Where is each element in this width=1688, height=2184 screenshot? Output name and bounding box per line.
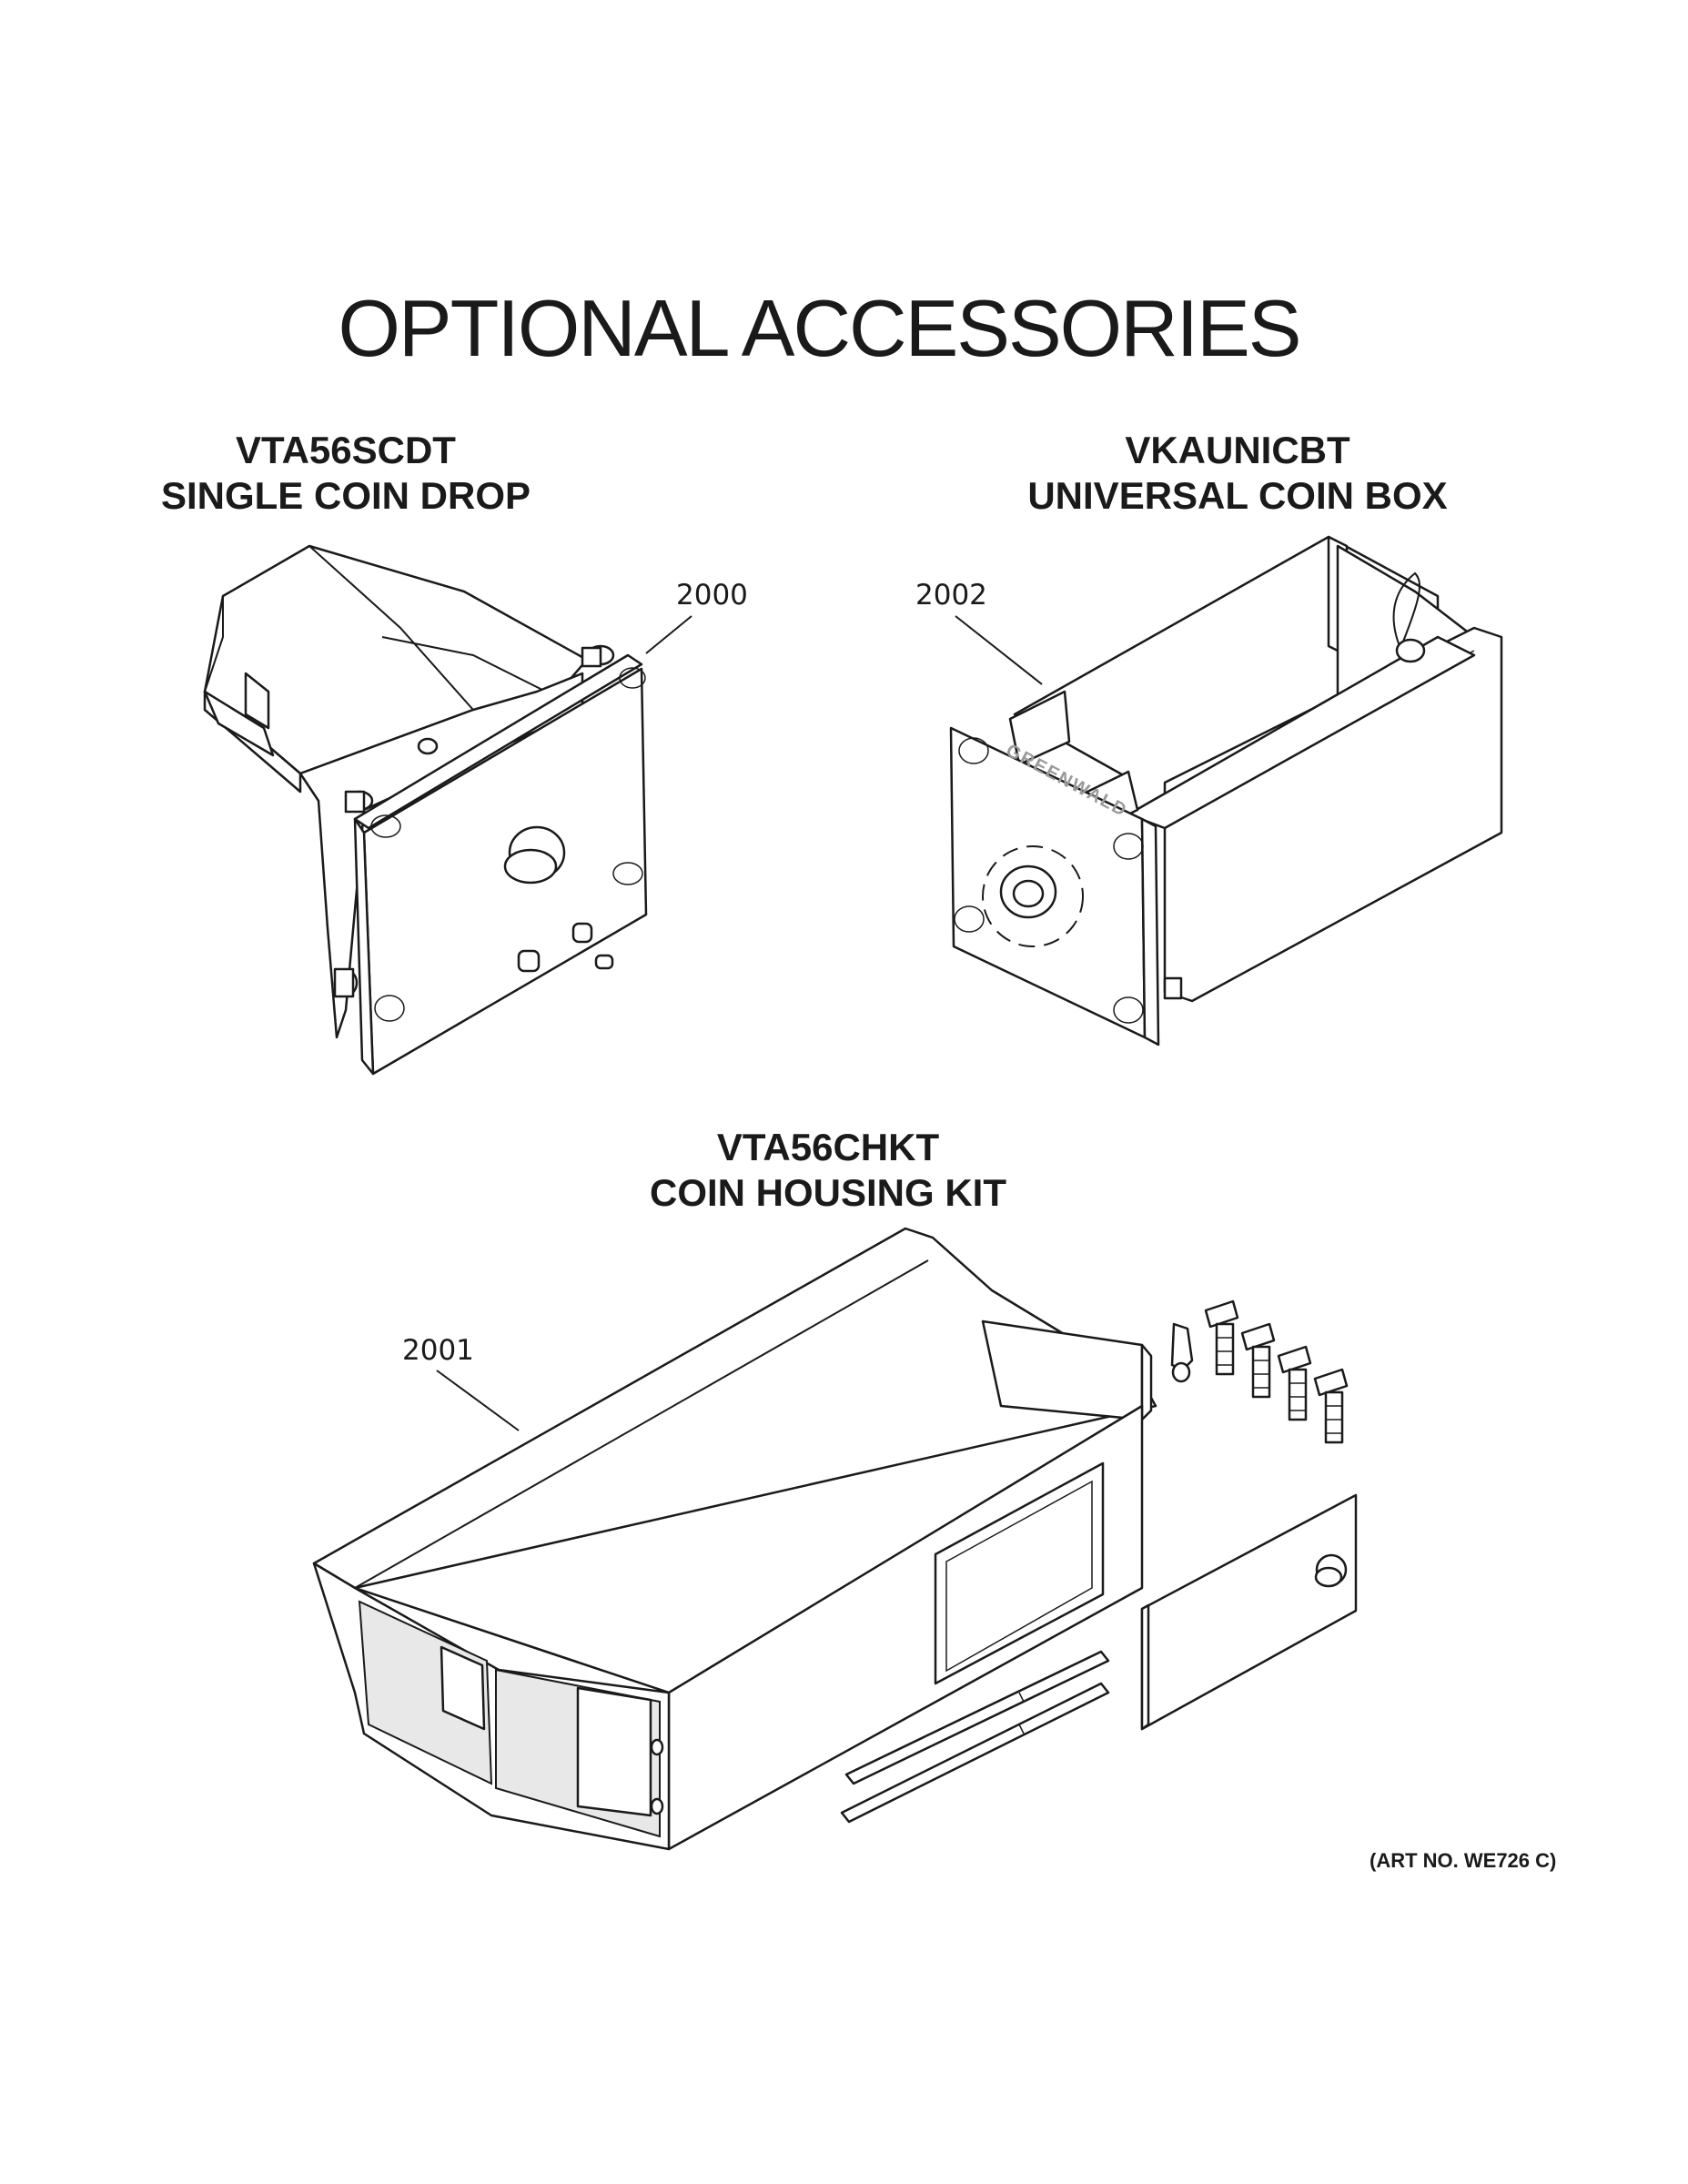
part-name-universal-coin-box: UNIVERSAL COIN BOX: [1027, 474, 1448, 517]
callout-2002: 2002: [915, 579, 987, 612]
heading-coin-housing-kit: VTA56CHKT COIN HOUSING KIT: [601, 1125, 1056, 1216]
single-coin-drop-illustration: [203, 544, 692, 1076]
cover-plate: [1140, 1493, 1358, 1731]
callout-2001: 2001: [402, 1334, 474, 1367]
model-number-universal-coin-box: VKAUNICBT: [1125, 429, 1350, 471]
coin-housing-kit-illustration: [312, 1227, 1358, 1851]
model-number-single-coin-drop: VTA56SCDT: [236, 429, 456, 471]
heading-single-coin-drop: VTA56SCDT SINGLE COIN DROP: [118, 428, 573, 519]
heading-universal-coin-box: VKAUNICBT UNIVERSAL COIN BOX: [983, 428, 1492, 519]
part-name-single-coin-drop: SINGLE COIN DROP: [160, 474, 531, 517]
hinge-rods: [840, 1650, 1110, 1824]
key-icon: [1170, 1322, 1194, 1383]
part-name-coin-housing-kit: COIN HOUSING KIT: [649, 1171, 1006, 1214]
universal-coin-box-illustration: GREENWALD: [949, 535, 1503, 1046]
callout-2000: 2000: [676, 579, 748, 612]
page-title: OPTIONAL ACCESSORIES: [338, 283, 1301, 373]
mounting-screws: [1204, 1299, 1349, 1444]
model-number-coin-housing-kit: VTA56CHKT: [716, 1126, 940, 1168]
art-number: (ART NO. WE726 C): [1370, 1849, 1557, 1872]
